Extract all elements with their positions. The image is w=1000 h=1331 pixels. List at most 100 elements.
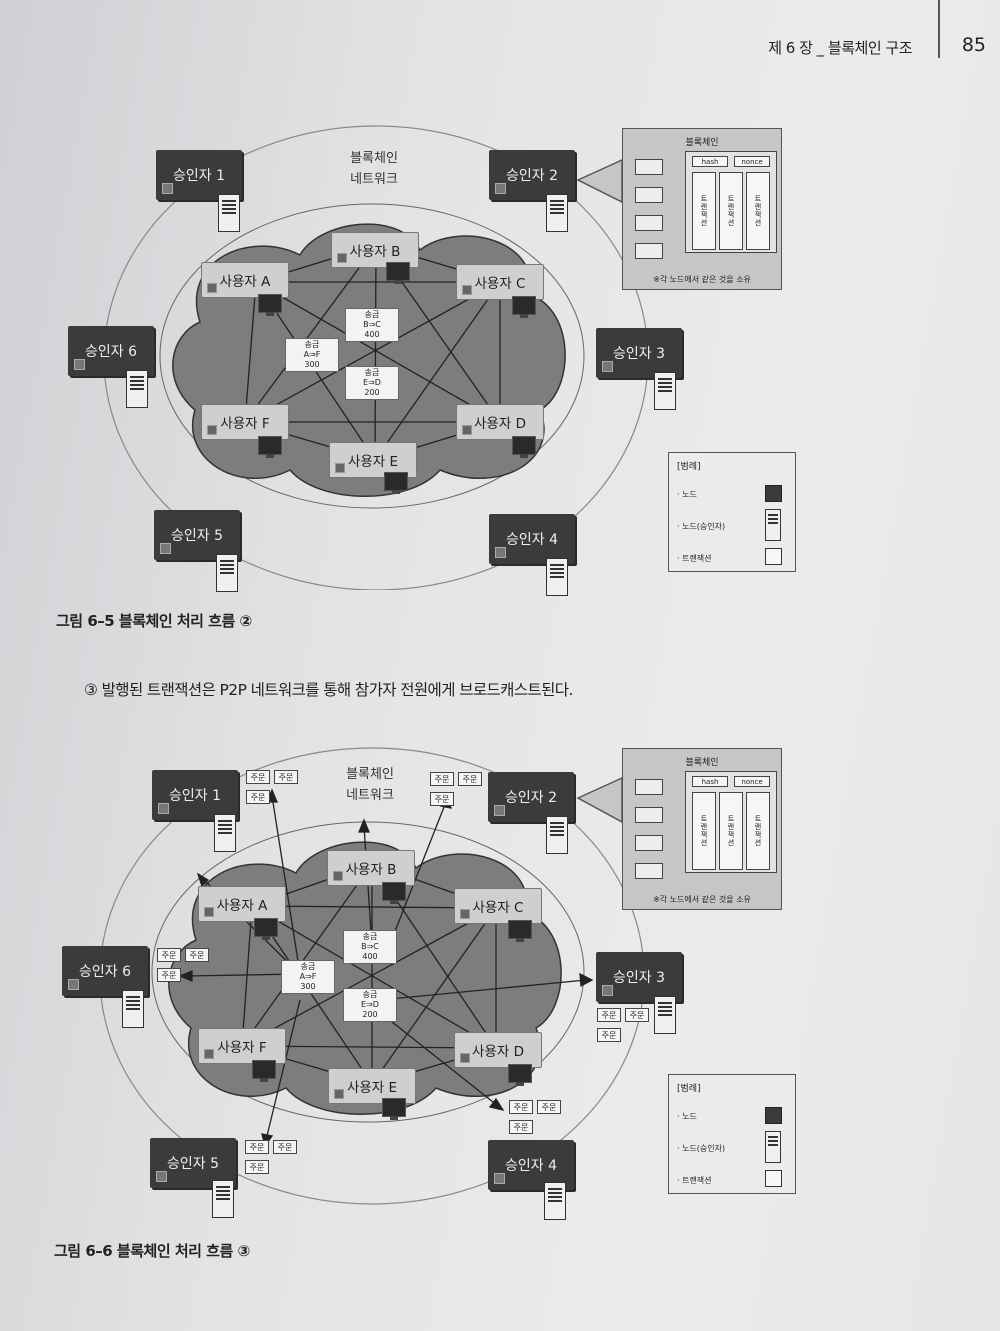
node-square-icon xyxy=(337,253,347,263)
node-square-icon xyxy=(462,285,472,295)
legend-node-label: · 노드 xyxy=(677,1112,697,1121)
user-b-label: 사용자 B xyxy=(345,862,397,878)
node-square-icon xyxy=(162,183,173,194)
user-c: 사용자 C xyxy=(454,888,542,924)
legend-transaction-label: · 트랜잭션 xyxy=(677,554,712,563)
node-square-icon xyxy=(207,283,217,293)
blockchain-callout: 블록체인 hash nonce 트랜잭션 트랜잭션 트랜잭션 ※각 노드에서 같… xyxy=(622,128,782,290)
monitor-icon xyxy=(512,296,536,318)
legend: [범례] · 노드 · 노드(승인자) · 트랜잭션 xyxy=(668,452,796,572)
user-c-label: 사용자 C xyxy=(472,900,524,916)
inner-network-ring xyxy=(151,821,585,1123)
user-f-label: 사용자 F xyxy=(220,416,270,432)
order-box: 주문 xyxy=(509,1120,533,1134)
order-box: 주문 xyxy=(458,772,482,786)
approver-5: 승인자 5 xyxy=(154,510,240,560)
order-box: 주문 xyxy=(246,790,270,804)
block-icon xyxy=(635,807,663,823)
nonce-field: nonce xyxy=(734,776,770,787)
user-d-label: 사용자 D xyxy=(472,1044,524,1060)
hash-field: hash xyxy=(692,156,728,167)
figure-6-5: 블록체인 네트워크 승인자 1 승인자 2 승인자 3 승인자 4 승인자 5 … xyxy=(0,110,1000,596)
monitor-icon xyxy=(254,918,278,940)
order-box: 주문 xyxy=(157,968,181,982)
server-icon xyxy=(546,194,568,232)
network-label-line-1: 블록체인 xyxy=(346,767,394,782)
node-square-icon xyxy=(160,543,171,554)
user-c-label: 사용자 C xyxy=(474,276,526,292)
order-group-approver-3: 주문 주문 주문 xyxy=(597,1008,655,1048)
order-box: 주문 xyxy=(157,948,181,962)
approver-3: 승인자 3 xyxy=(596,328,682,378)
transaction-icon xyxy=(765,1170,782,1187)
node-square-icon xyxy=(460,1053,470,1063)
legend-title: [범례] xyxy=(677,1084,701,1094)
approver-4-label: 승인자 4 xyxy=(505,1158,557,1174)
transaction-icon xyxy=(765,548,782,565)
node-square-icon xyxy=(602,985,613,996)
server-icon xyxy=(546,558,568,596)
approver-5: 승인자 5 xyxy=(150,1138,236,1188)
server-icon xyxy=(765,1131,781,1163)
tx-line: 400 xyxy=(364,330,380,339)
block-icon xyxy=(635,835,663,851)
order-box: 주문 xyxy=(430,792,454,806)
server-icon xyxy=(214,814,236,852)
body-paragraph: ③ 발행된 트랜잭션은 P2P 네트워크를 통해 참가자 전원에게 브로드캐스트… xyxy=(84,681,573,699)
approver-4-label: 승인자 4 xyxy=(506,532,558,548)
legend-approver-label: · 노드(승인자) xyxy=(677,1144,726,1153)
tx-column: 트랜잭션 xyxy=(746,172,770,250)
monitor-icon xyxy=(258,294,282,316)
tx-line: E⇒D xyxy=(363,378,381,387)
node-square-icon xyxy=(494,1173,505,1184)
order-group-approver-2: 주문 주문 주문 xyxy=(430,772,488,812)
approver-1-label: 승인자 1 xyxy=(173,168,225,184)
approver-4: 승인자 4 xyxy=(488,1140,574,1190)
approver-5-label: 승인자 5 xyxy=(171,528,223,544)
user-d: 사용자 D xyxy=(454,1032,542,1068)
tx-column: 트랜잭션 xyxy=(692,172,716,250)
approver-3: 승인자 3 xyxy=(596,952,682,1002)
server-icon xyxy=(122,990,144,1028)
server-icon xyxy=(212,1180,234,1218)
block-detail-panel: hash nonce 트랜잭션 트랜잭션 트랜잭션 xyxy=(685,771,777,873)
monitor-icon xyxy=(258,436,282,458)
node-square-icon xyxy=(156,1171,167,1182)
chapter-title: 제 6 장 _ 블록체인 구조 xyxy=(768,39,912,57)
node-square-icon xyxy=(158,803,169,814)
tx-line: A⇒F xyxy=(303,350,321,359)
server-icon xyxy=(765,509,781,541)
block-icon xyxy=(635,863,663,879)
node-square-icon xyxy=(74,359,85,370)
figure-6-6-caption: 그림 6–6 블록체인 처리 흐름 ③ xyxy=(54,1242,250,1260)
tx-line: 송금 xyxy=(364,310,380,319)
node-icon xyxy=(765,1107,782,1124)
user-a-label: 사용자 A xyxy=(216,898,268,914)
user-c: 사용자 C xyxy=(456,264,544,300)
monitor-icon xyxy=(382,1098,406,1120)
node-square-icon xyxy=(207,425,217,435)
approver-6-label: 승인자 6 xyxy=(79,964,131,980)
approver-6: 승인자 6 xyxy=(62,946,148,996)
approver-3-label: 승인자 3 xyxy=(613,970,665,986)
order-box: 주문 xyxy=(597,1008,621,1022)
monitor-icon xyxy=(386,262,410,284)
header-divider xyxy=(938,0,940,58)
user-d: 사용자 D xyxy=(456,404,544,440)
approver-2: 승인자 2 xyxy=(489,150,575,200)
callout-note: ※각 노드에서 같은 것을 소유 xyxy=(653,275,751,284)
approver-4: 승인자 4 xyxy=(489,514,575,564)
order-box: 주문 xyxy=(185,948,209,962)
approver-2-label: 승인자 2 xyxy=(505,790,557,806)
monitor-icon xyxy=(252,1060,276,1082)
node-square-icon xyxy=(68,979,79,990)
network-label: 블록체인 네트워크 xyxy=(334,148,414,190)
node-square-icon xyxy=(495,547,506,558)
user-f: 사용자 F xyxy=(201,404,289,440)
order-group-approver-4: 주문 주문 주문 xyxy=(509,1100,567,1140)
legend-node-label: · 노드 xyxy=(677,490,697,499)
